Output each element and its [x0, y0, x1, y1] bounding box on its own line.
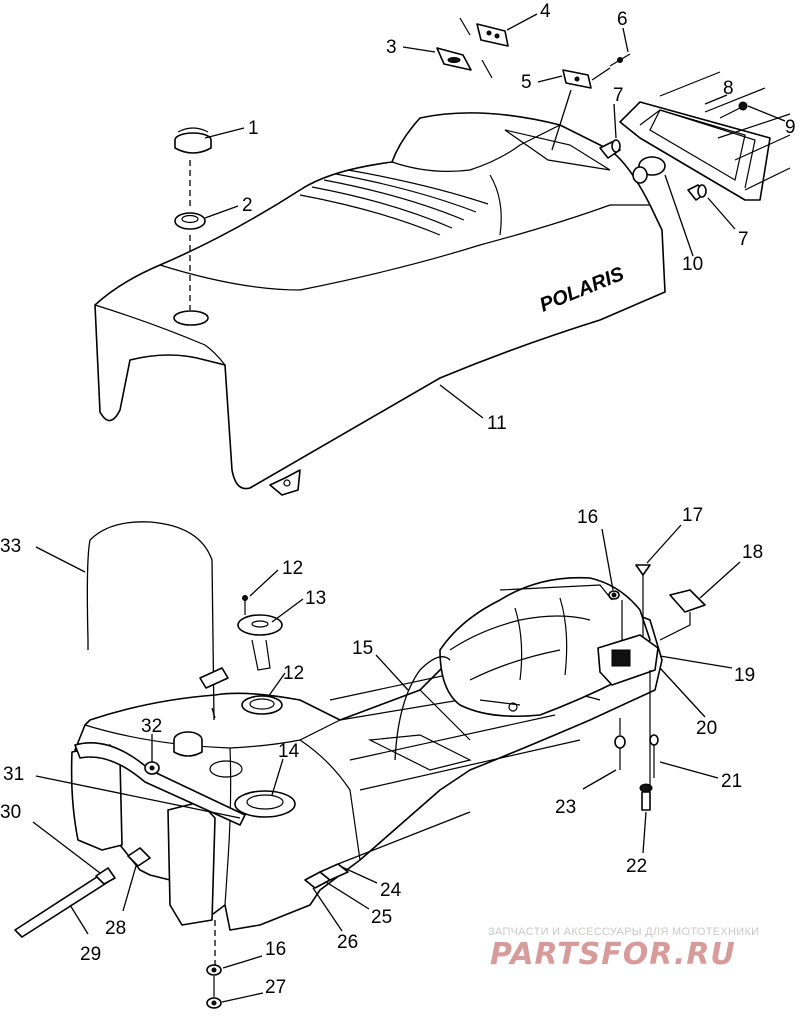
- right-side-panel: [167, 801, 216, 926]
- callout-14: 14: [278, 741, 300, 762]
- callout-26: 26: [337, 932, 358, 953]
- callout-13: 13: [305, 588, 326, 609]
- fuel-cap: [174, 127, 212, 154]
- sender-ring-upper: [237, 614, 283, 636]
- callout-7-lower: 7: [738, 229, 749, 250]
- callout-4: 4: [540, 1, 551, 22]
- seat-mount-tab: [269, 469, 301, 496]
- drain-fitting: [304, 811, 471, 889]
- plug-16-lower: [206, 964, 222, 976]
- callout-19: 19: [734, 665, 755, 686]
- watermark: ЗАПЧАСТИ И АКСЕССУАРЫ ДЛЯ МОТОТЕХНИКИ PA…: [488, 926, 759, 972]
- callout-labels: 1 2 3 4 5 6 7 7 8 9 10 11 12 12 13 14 15…: [0, 1, 796, 998]
- plug-16-upper: [608, 590, 620, 600]
- taillight-housing: [619, 71, 791, 201]
- callout-11: 11: [487, 413, 507, 434]
- callout-22: 22: [626, 856, 647, 877]
- fuel-line-15: [394, 656, 451, 761]
- seat-stripes: [299, 169, 489, 236]
- callout-9: 9: [785, 117, 796, 138]
- seat-assembly: POLARIS: [94, 112, 666, 496]
- cap-gasket: [174, 212, 206, 230]
- bulb-socket-10: [632, 156, 666, 184]
- callout-10: 10: [682, 254, 703, 275]
- bolt-9: [719, 101, 748, 119]
- callout-32: 32: [141, 716, 162, 737]
- screw-6: [609, 53, 631, 67]
- lens-plate-5: [562, 69, 592, 89]
- callout-28: 28: [105, 918, 126, 939]
- callout-24: 24: [380, 880, 402, 901]
- fuel-hose-29: [14, 874, 109, 938]
- bracket-32: [144, 761, 160, 775]
- callout-7-upper: 7: [613, 85, 624, 106]
- callout-2: 2: [242, 195, 253, 216]
- callout-3: 3: [386, 37, 397, 58]
- callout-29: 29: [80, 944, 101, 965]
- callout-25: 25: [371, 907, 392, 928]
- callout-12-upper: 12: [282, 558, 303, 579]
- leader-lines: [32, 13, 786, 1003]
- screw-12-upper: [242, 595, 248, 615]
- bolt-21: [649, 734, 659, 778]
- latch-19: [597, 634, 659, 686]
- callout-33: 33: [0, 536, 21, 557]
- callout-31: 31: [3, 764, 24, 785]
- callout-15: 15: [352, 638, 373, 659]
- screw-23: [614, 735, 626, 770]
- washer-27: [206, 997, 222, 1009]
- left-side-panel: [70, 744, 123, 851]
- callout-18: 18: [742, 542, 763, 563]
- seat-ridge: [94, 304, 226, 366]
- bolt-22: [639, 783, 653, 811]
- lens-plate-4: [476, 23, 509, 47]
- callout-8: 8: [723, 78, 734, 99]
- fitting-28: [127, 847, 151, 867]
- seat-filler-hole: [173, 310, 209, 326]
- bulb-7-lower: [687, 184, 707, 201]
- callout-20: 20: [696, 718, 717, 739]
- hold-down-strap-31: [74, 742, 246, 826]
- watermark-tagline: ЗАПЧАСТИ И АКСЕССУАРЫ ДЛЯ МОТОТЕХНИКИ: [488, 926, 759, 938]
- callout-16-upper: 16: [577, 507, 598, 528]
- callout-23: 23: [555, 797, 576, 818]
- cap-17: [635, 564, 651, 640]
- callout-16-lower: 16: [265, 939, 286, 960]
- callout-30: 30: [0, 802, 21, 823]
- vent-hose-33: [86, 521, 215, 721]
- bulb-7-upper: [599, 139, 621, 159]
- bracket-18: [659, 589, 706, 641]
- watermark-logo: PARTSFOR.RU: [490, 937, 736, 972]
- callout-12-lower: 12: [283, 663, 304, 684]
- callout-17: 17: [682, 505, 703, 526]
- fuel-tank-assembly: [14, 521, 706, 1009]
- callout-21: 21: [721, 771, 742, 792]
- lens-plate-3: [436, 47, 472, 71]
- callout-6: 6: [617, 9, 628, 30]
- callout-1: 1: [248, 118, 259, 139]
- callout-5: 5: [521, 72, 532, 93]
- sender-gasket-12: [241, 695, 283, 715]
- callout-27: 27: [265, 977, 286, 998]
